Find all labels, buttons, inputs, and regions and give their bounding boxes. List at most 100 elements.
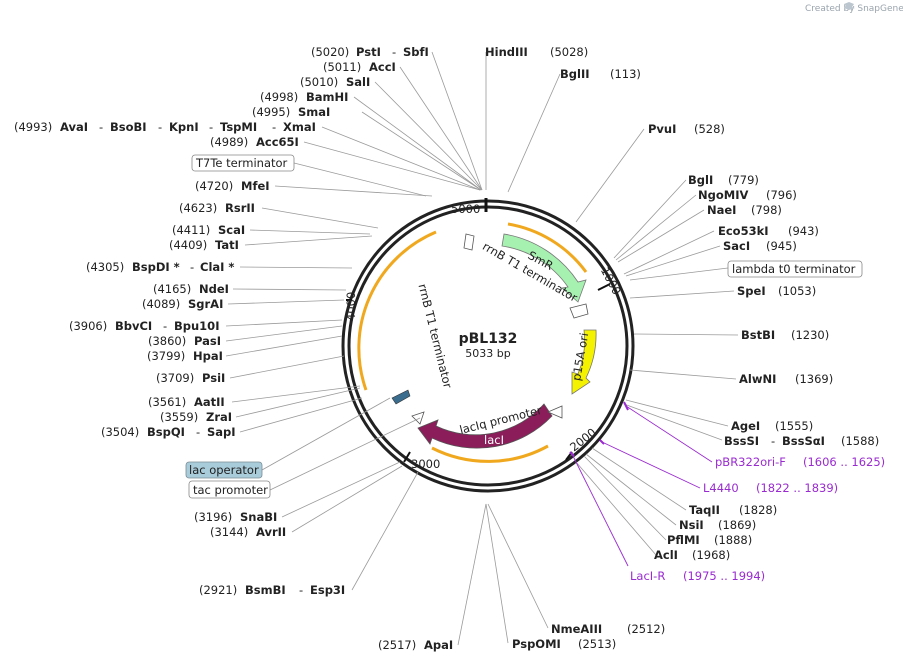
- site-zrai[interactable]: (3559) ZraI: [160, 410, 232, 424]
- site-pspomi[interactable]: PspOMI (2513): [512, 637, 616, 651]
- aatii-pos: (3561): [148, 395, 186, 409]
- taqii-pos: (1828): [739, 503, 777, 517]
- site-pvui[interactable]: PvuI (528): [648, 122, 725, 136]
- acc65i-pos: (4989): [210, 135, 248, 149]
- site-hindiii[interactable]: HindIII (5028): [485, 45, 588, 59]
- xmai-name: XmaI: [283, 120, 316, 134]
- t7te-terminator-box[interactable]: T7Te terminator: [191, 154, 295, 172]
- smr-feature[interactable]: [501, 233, 587, 303]
- site-agei[interactable]: AgeI (1555): [731, 419, 813, 433]
- site-ndei[interactable]: (4165) NdeI: [153, 282, 229, 296]
- nmeaiii-pos: (2512): [627, 622, 665, 636]
- bsssi-pos: (1588): [841, 434, 879, 448]
- site-avai[interactable]: (4993) AvaI - BsoBI - KpnI - TspMI - Xma…: [14, 120, 316, 134]
- site-snabi[interactable]: (3196) SnaBI: [194, 510, 277, 524]
- site-bstbi[interactable]: BstBI (1230): [741, 328, 829, 342]
- svg-text:-: -: [99, 120, 103, 134]
- tati-name: TatI: [215, 238, 239, 252]
- clai-name: ClaI *: [200, 260, 234, 274]
- lacir-range: (1975 .. 1994): [683, 569, 765, 583]
- site-bgli[interactable]: BglI (779): [688, 173, 759, 187]
- smai-pos: (4995): [252, 105, 290, 119]
- site-nmeaiii[interactable]: NmeAIII (2512): [551, 622, 665, 636]
- avai-pos: (4993): [14, 120, 52, 134]
- site-mfei[interactable]: (4720) MfeI: [195, 179, 270, 193]
- psii-name: PsiI: [202, 371, 225, 385]
- bsmbi-pos: (2921): [199, 583, 237, 597]
- bpu10i-name: Bpu10I: [174, 319, 219, 333]
- site-bglii[interactable]: BglII (113): [560, 67, 641, 81]
- hpai-name: HpaI: [193, 349, 223, 363]
- bgli-name: BglI: [688, 173, 713, 187]
- taqii-name: TaqII: [689, 503, 720, 517]
- tac-promoter-box[interactable]: tac promoter: [188, 480, 271, 499]
- primer-l4440[interactable]: L4440 (1822 .. 1839): [703, 481, 838, 495]
- site-alwni[interactable]: AlwNI (1369): [739, 372, 833, 386]
- site-aatii[interactable]: (3561) AatII: [148, 395, 225, 409]
- pvui-name: PvuI: [648, 122, 676, 136]
- site-sgrai[interactable]: (4089) SgrAI: [142, 297, 223, 311]
- site-nsii[interactable]: NsiI (1869): [679, 518, 756, 532]
- site-spei[interactable]: SpeI (1053): [737, 284, 816, 298]
- site-ngomiv[interactable]: NgoMIV (796): [698, 188, 797, 202]
- site-pasi[interactable]: (3860) PasI: [148, 334, 221, 348]
- site-bsssi[interactable]: BssSI - BssSαI (1588): [724, 434, 879, 448]
- site-sali[interactable]: (5010) SalI: [300, 75, 370, 89]
- site-scai[interactable]: (4411) ScaI: [172, 223, 245, 237]
- bglii-name: BglII: [560, 67, 590, 81]
- site-saci[interactable]: SacI (945): [723, 239, 797, 253]
- plasmid-name: pBL132: [459, 331, 518, 347]
- laciq-promoter-arrow: [546, 405, 563, 419]
- primer-laci-r[interactable]: LacI-R (1975 .. 1994): [630, 569, 765, 583]
- lac-operator-box[interactable]: lac operator: [185, 461, 263, 479]
- tick-2000: 2000: [567, 425, 599, 454]
- eco53ki-pos: (943): [788, 224, 819, 238]
- saci-pos: (945): [766, 239, 797, 253]
- site-bspqi[interactable]: (3504) BspQI - SapI: [101, 425, 236, 439]
- snapgene-logo-icon: [844, 2, 855, 10]
- bbvci-pos: (3906): [69, 319, 107, 333]
- acci-name: AccI: [369, 60, 396, 74]
- site-acci[interactable]: (5011) AccI: [323, 60, 396, 74]
- site-eco53ki[interactable]: Eco53kI (943): [718, 224, 819, 238]
- sali-pos: (5010): [300, 75, 338, 89]
- site-bsmbi[interactable]: (2921) BsmBI - Esp3I: [199, 583, 345, 597]
- p15a-ori-feature[interactable]: [571, 329, 597, 395]
- bsssai-name: BssSαI: [782, 434, 825, 448]
- site-psii[interactable]: (3709) PsiI: [156, 371, 225, 385]
- psti-sep: -: [392, 45, 396, 59]
- svg-text:-: -: [272, 120, 276, 134]
- site-bspdi[interactable]: (4305) BspDI * - ClaI *: [86, 260, 234, 274]
- tac-promoter-marker: [411, 411, 425, 425]
- site-taqii[interactable]: TaqII (1828): [689, 503, 777, 517]
- site-acli[interactable]: AclI (1968): [654, 548, 730, 562]
- smai-name: SmaI: [298, 105, 330, 119]
- site-psti[interactable]: (5020) PstI - SbfI: [311, 45, 429, 59]
- svg-text:-: -: [299, 583, 303, 597]
- site-avrii[interactable]: (3144) AvrII: [210, 525, 286, 539]
- site-bbvci[interactable]: (3906) BbvCI - Bpu10I: [69, 319, 219, 333]
- site-naei[interactable]: NaeI (798): [707, 203, 782, 217]
- lambda-terminator-box[interactable]: lambda t0 terminator: [727, 260, 863, 278]
- pflmi-name: PflMI: [667, 533, 700, 547]
- bglii-pos: (113): [610, 67, 641, 81]
- site-smai[interactable]: (4995) SmaI: [252, 105, 330, 119]
- tick-1000-mark: [597, 283, 611, 291]
- site-hpai[interactable]: (3799) HpaI: [147, 349, 223, 363]
- laci-feature[interactable]: [417, 403, 553, 449]
- snabi-name: SnaBI: [240, 510, 277, 524]
- site-tati[interactable]: (4409) TatI: [169, 238, 239, 252]
- acc65i-name: Acc65I: [256, 135, 299, 149]
- site-acc65i[interactable]: (4989) Acc65I: [210, 135, 299, 149]
- l4440-name: L4440: [703, 481, 739, 495]
- site-rsrii[interactable]: (4623) RsrII: [179, 201, 255, 215]
- site-pflmi[interactable]: PflMI (1888): [667, 533, 752, 547]
- site-apai[interactable]: (2517) ApaI: [378, 638, 453, 652]
- site-bamhi[interactable]: (4998) BamHI: [260, 90, 348, 104]
- saci-name: SacI: [723, 239, 750, 253]
- tick-3000-mark: [403, 451, 411, 463]
- bstbi-pos: (1230): [791, 328, 829, 342]
- backbone-outer: [341, 199, 635, 493]
- primer-pbr322ori-f[interactable]: pBR322ori-F (1606 .. 1625): [715, 455, 885, 469]
